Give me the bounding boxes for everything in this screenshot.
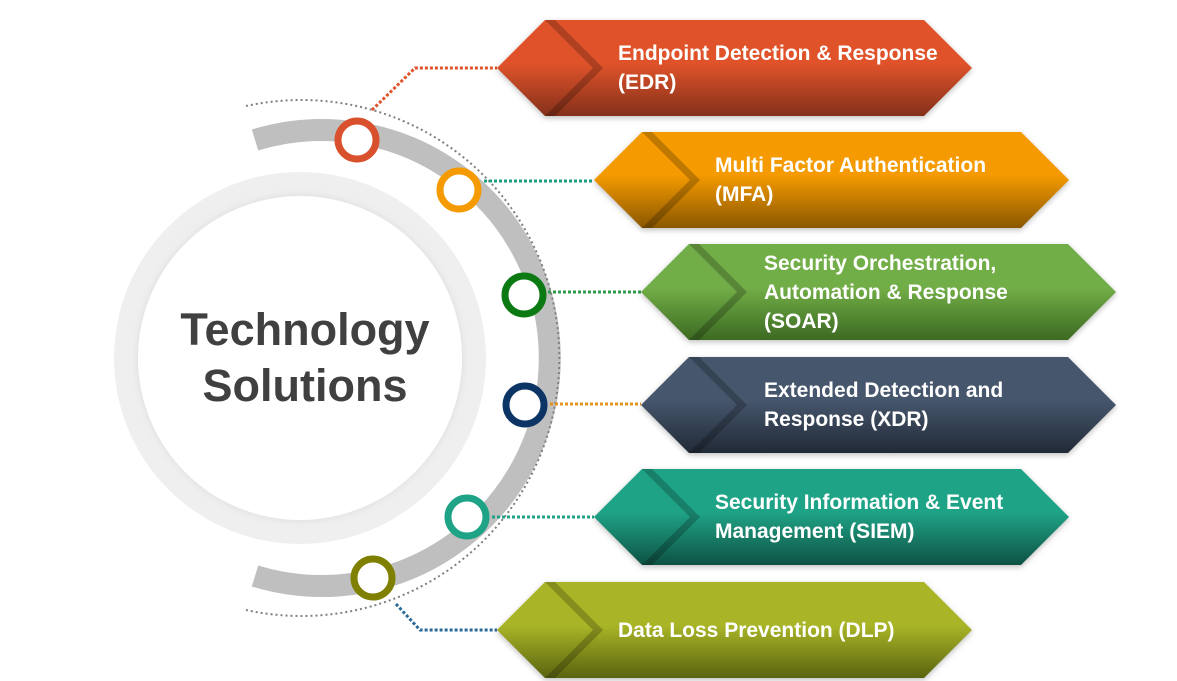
- ring-marker-xdr: [502, 382, 548, 428]
- banner-chevron-xdr: [689, 357, 747, 453]
- title-line-2: Solutions: [202, 360, 408, 411]
- banner-chevron-mfa: [642, 132, 700, 228]
- ring-marker-soar: [501, 272, 547, 318]
- label-soar: Security Orchestration, Automation & Res…: [764, 251, 1008, 333]
- label-dlp: Data Loss Prevention (DLP): [618, 618, 895, 642]
- banner-soar: [641, 244, 1116, 340]
- banner-chevron-soar: [689, 244, 747, 340]
- banner-mfa: [594, 132, 1069, 228]
- page-title: Technology Solutions: [150, 302, 460, 414]
- inner-disc: [138, 196, 462, 520]
- dotted-arc: [245, 99, 561, 617]
- banner-chevron-edr: [545, 20, 603, 116]
- connector-edr: [370, 66, 497, 112]
- label-xdr: Extended Detection and Response (XDR): [764, 379, 1004, 431]
- ring-marker-mfa: [436, 167, 482, 213]
- title-line-1: Technology: [180, 304, 430, 355]
- label-siem: Security Information & Event Management …: [715, 491, 1004, 543]
- banner-dlp: [497, 582, 972, 678]
- banner-edr: [497, 20, 972, 116]
- banner-chevron-dlp: [545, 582, 603, 678]
- banner-siem: [594, 469, 1069, 565]
- ring-marker-edr: [334, 117, 380, 163]
- label-edr: Endpoint Detection & Response (EDR): [618, 42, 938, 94]
- label-mfa: Multi Factor Authentication (MFA): [715, 154, 987, 206]
- ring-marker-dlp: [350, 555, 396, 601]
- connector-dlp: [394, 602, 497, 632]
- ring-marker-siem: [444, 494, 490, 540]
- banner-chevron-siem: [642, 469, 700, 565]
- banner-xdr: [641, 357, 1116, 453]
